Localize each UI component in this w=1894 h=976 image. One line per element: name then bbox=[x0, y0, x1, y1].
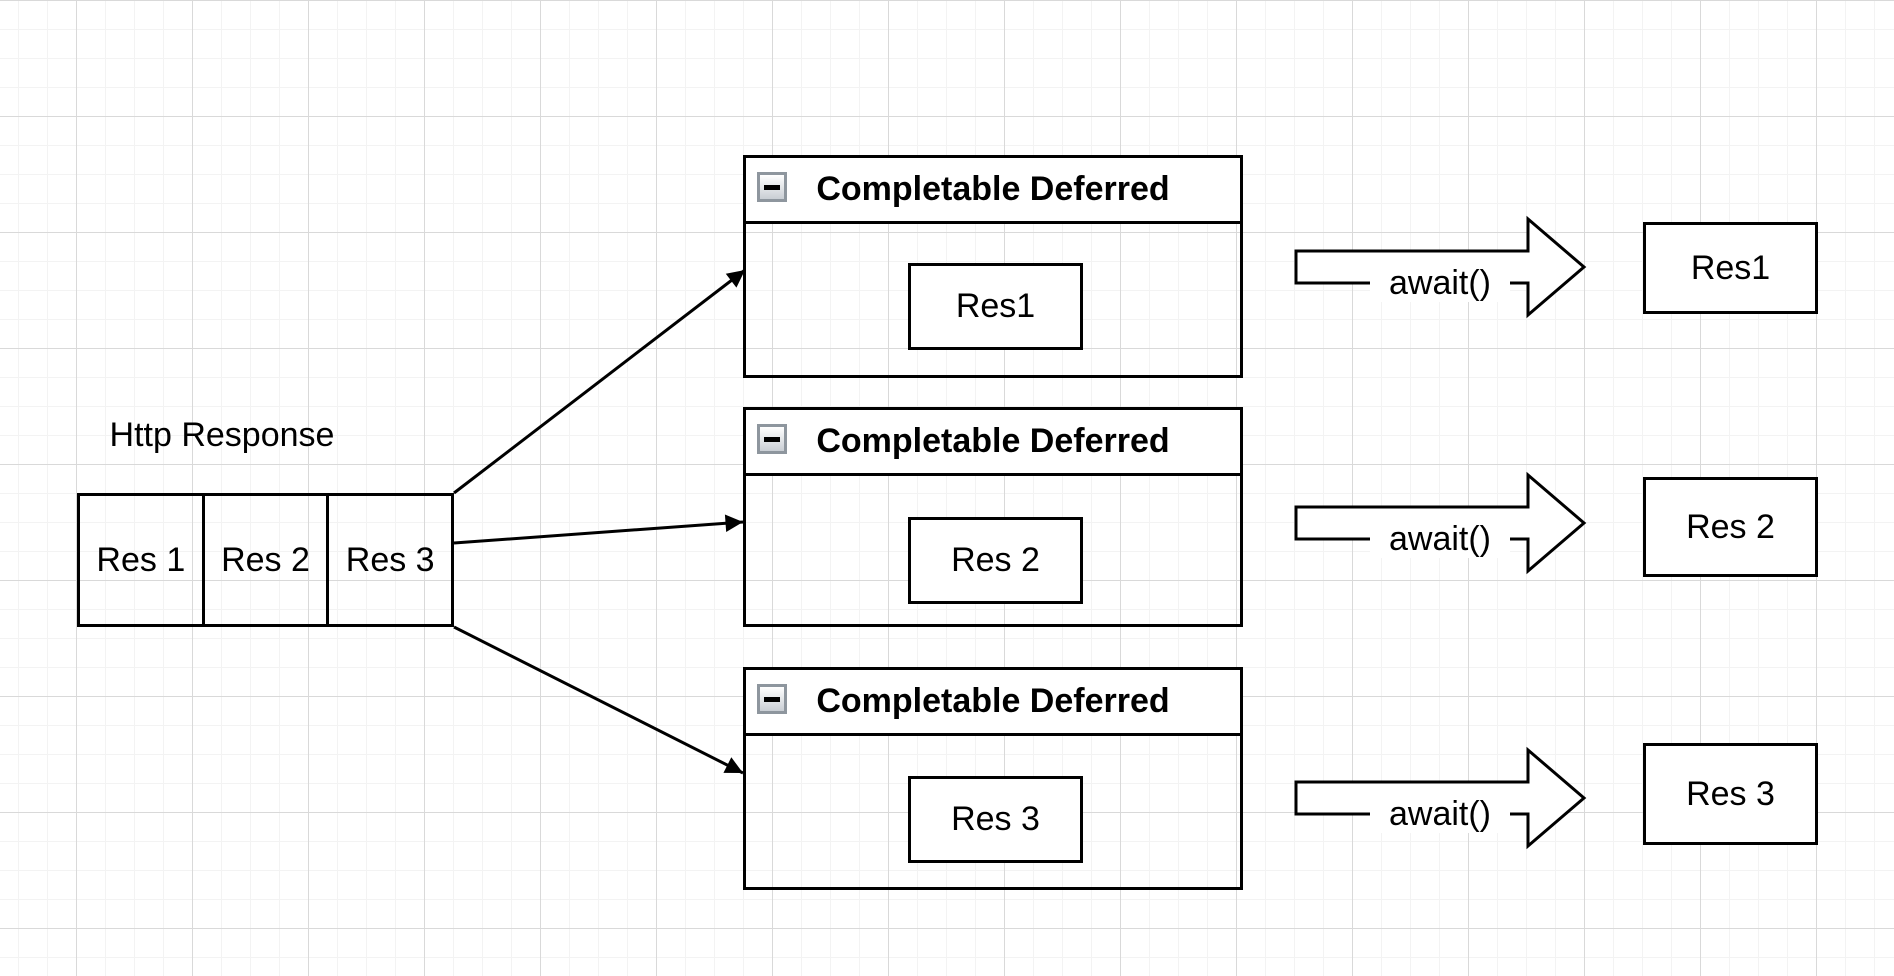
http-response-label: Http Response bbox=[109, 416, 335, 454]
minus-glyph bbox=[764, 184, 780, 190]
result-box-res1[interactable]: Res1 bbox=[1643, 222, 1818, 314]
source-cell-res3[interactable]: Res 3 bbox=[329, 496, 451, 624]
connector-arrow-to-deferred-1[interactable] bbox=[453, 268, 746, 495]
deferred-item-box-3[interactable]: Res 3 bbox=[908, 776, 1083, 863]
deferred-item-box-1[interactable]: Res1 bbox=[908, 263, 1083, 350]
connector-arrow-to-deferred-2[interactable] bbox=[453, 514, 744, 545]
connector-arrow-to-deferred-3[interactable] bbox=[453, 625, 744, 775]
minus-glyph bbox=[764, 696, 780, 702]
source-cell-res2[interactable]: Res 2 bbox=[205, 496, 330, 624]
container-title: Completable Deferred bbox=[816, 170, 1170, 208]
container-header: Completable Deferred bbox=[746, 670, 1240, 736]
collapse-minus-icon[interactable] bbox=[757, 684, 787, 714]
collapse-minus-icon[interactable] bbox=[757, 424, 787, 454]
source-cell-res1[interactable]: Res 1 bbox=[80, 496, 205, 624]
result-box-res2[interactable]: Res 2 bbox=[1643, 477, 1818, 577]
source-cell-label: Res 1 bbox=[96, 540, 186, 579]
result-label: Res 3 bbox=[1686, 774, 1775, 813]
deferred-item-label: Res 2 bbox=[951, 541, 1040, 579]
result-label: Res1 bbox=[1690, 248, 1771, 287]
await-label-1: await() bbox=[1370, 264, 1510, 302]
deferred-container-2[interactable]: Completable Deferred Res 2 bbox=[743, 407, 1243, 627]
deferred-item-label: Res 3 bbox=[951, 800, 1040, 838]
result-label: Res 2 bbox=[1686, 507, 1775, 546]
await-label-2: await() bbox=[1370, 520, 1510, 558]
await-label-3: await() bbox=[1370, 795, 1510, 833]
container-header: Completable Deferred bbox=[746, 158, 1240, 224]
collapse-minus-icon[interactable] bbox=[757, 172, 787, 202]
container-title: Completable Deferred bbox=[816, 682, 1170, 720]
minus-glyph bbox=[764, 436, 780, 442]
deferred-container-3[interactable]: Completable Deferred Res 3 bbox=[743, 667, 1243, 890]
deferred-item-box-2[interactable]: Res 2 bbox=[908, 517, 1083, 604]
container-title: Completable Deferred bbox=[816, 422, 1170, 460]
container-header: Completable Deferred bbox=[746, 410, 1240, 476]
deferred-container-1[interactable]: Completable Deferred Res1 bbox=[743, 155, 1243, 378]
source-cell-label: Res 3 bbox=[345, 540, 435, 579]
result-box-res3[interactable]: Res 3 bbox=[1643, 743, 1818, 845]
deferred-item-label: Res1 bbox=[955, 287, 1036, 325]
http-response-box[interactable]: Res 1 Res 2 Res 3 bbox=[77, 493, 454, 627]
source-cell-label: Res 2 bbox=[221, 540, 310, 579]
